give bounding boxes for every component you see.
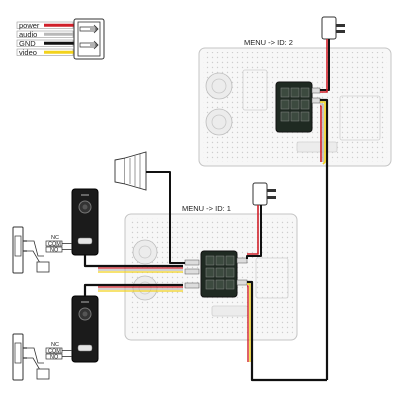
legend-label-video: video — [19, 48, 37, 57]
monitor-id-2-wiring — [320, 39, 330, 380]
terminal-label-com: COM — [48, 349, 61, 355]
legend-label-audio: audio — [19, 30, 37, 39]
terminal-label-nc: NC — [51, 342, 59, 348]
monitor-id-2-terminal-board — [275, 81, 313, 133]
legend-item-audio: audio — [16, 30, 74, 39]
monitor-id-1-terminal-board — [200, 250, 238, 298]
door-station-icon — [71, 295, 99, 363]
lock-terminals-1: NC COM NO — [45, 235, 72, 254]
legend-item-gnd: GND — [16, 39, 74, 48]
door-station-icon — [71, 188, 99, 256]
door-bell-icon — [114, 151, 147, 191]
speaker-grille-icon — [205, 108, 233, 136]
terminal-label-com: COM — [48, 242, 61, 248]
speaker-grille-icon — [132, 239, 158, 265]
wire-color-legend: power audio GND video — [16, 18, 105, 60]
legend-connector — [73, 18, 105, 60]
power-adapter-icon — [252, 182, 276, 206]
legend-item-power: power — [16, 21, 74, 30]
speaker-grille-icon — [132, 275, 158, 301]
monitor-id-1-wiring — [83, 171, 327, 382]
legend-item-video: video — [16, 48, 74, 57]
legend-label-gnd: GND — [19, 39, 36, 48]
electric-lock-icon — [12, 333, 50, 381]
power-adapter-icon — [321, 16, 345, 40]
speaker-grille-icon — [205, 72, 233, 100]
monitor-id-1-label: MENU -> ID: 1 — [182, 204, 231, 213]
terminal-label-nc: NC — [51, 235, 59, 241]
terminal-label-no: NO — [50, 355, 59, 361]
lock-terminals-2: NC COM NO — [45, 342, 72, 361]
legend-label-power: power — [19, 21, 40, 30]
terminal-label-no: NO — [50, 248, 59, 254]
electric-lock-icon — [12, 226, 50, 274]
monitor-id-2: MENU -> ID: 2 — [198, 38, 392, 167]
monitor-id-2-label: MENU -> ID: 2 — [244, 38, 293, 47]
